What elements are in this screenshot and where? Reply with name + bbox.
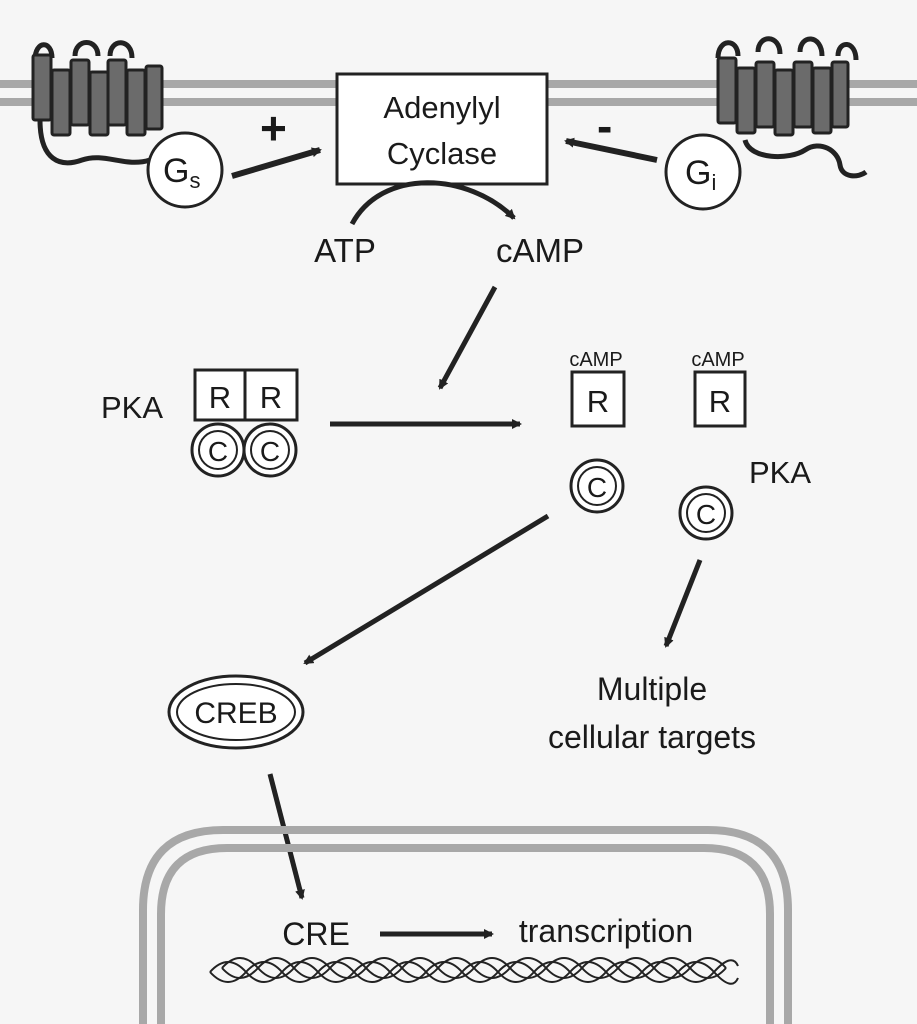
camp-label: cAMP [496,232,584,269]
gs-coupled-receptor [31,40,164,166]
gi-coupled-receptor [715,36,868,179]
catalytic-subunit-label: C [260,436,280,467]
dna-helix [209,957,739,985]
inhibitory-sign: - [597,100,612,152]
adenylyl-cyclase-box [335,72,549,186]
gi-inhibits-cyclase-arrow [564,137,658,163]
camp-bound-regulatory-subunits: cAMP R cAMP R [569,349,747,428]
creb-to-nucleus-arrow [267,773,305,900]
regulatory-subunit-label: R [260,380,282,415]
catalytic-subunit-label: C [587,472,607,503]
svg-text:Gi: Gi [685,154,716,195]
free-catalytic-subunits: C C [569,458,734,541]
regulatory-subunit-label: R [709,384,731,419]
pka-holoenzyme-label: PKA [101,390,163,425]
regulatory-subunit [243,368,299,422]
catalytic-subunit-label: C [208,436,228,467]
cre-label: CRE [282,916,350,952]
regulatory-subunit [570,370,626,428]
targets-label-line2: cellular targets [548,719,756,755]
gs-subscript: s [189,168,200,193]
free-pka-label: PKA [749,455,811,490]
bound-camp-label: cAMP [569,349,622,371]
pka-activates-creb-arrow [303,513,550,666]
targets-label-line1: Multiple [597,671,707,707]
creb: CREB [167,674,305,750]
regulatory-subunit [693,370,747,428]
adenylyl-cyclase-label-line2: Cyclase [387,136,497,171]
gi-letter: G [685,154,711,192]
stimulatory-sign: + [260,102,287,154]
camp-binds-pka-arrow [437,285,498,390]
catalytic-subunit-label: C [696,499,716,530]
regulatory-subunit-label: R [587,384,609,419]
svg-text:Gs: Gs [163,152,200,193]
gi-protein: Gi [664,133,742,211]
bound-camp-label: cAMP [691,349,744,371]
gs-activates-cyclase-arrow [231,147,322,179]
pka-targets-arrow [663,559,703,648]
adenylyl-cyclase-label-line1: Adenylyl [383,90,500,125]
gs-letter: G [163,152,189,190]
gs-protein: Gs [146,131,224,209]
gi-subscript: i [711,170,716,195]
creb-label: CREB [194,697,277,730]
atp-label: ATP [314,232,376,269]
pka-holoenzyme: R R C C [190,368,299,478]
atp-to-camp-arrow [349,180,516,226]
transcription-label: transcription [519,913,693,949]
regulatory-subunit-label: R [209,380,231,415]
nuclear-envelope [139,826,792,1024]
